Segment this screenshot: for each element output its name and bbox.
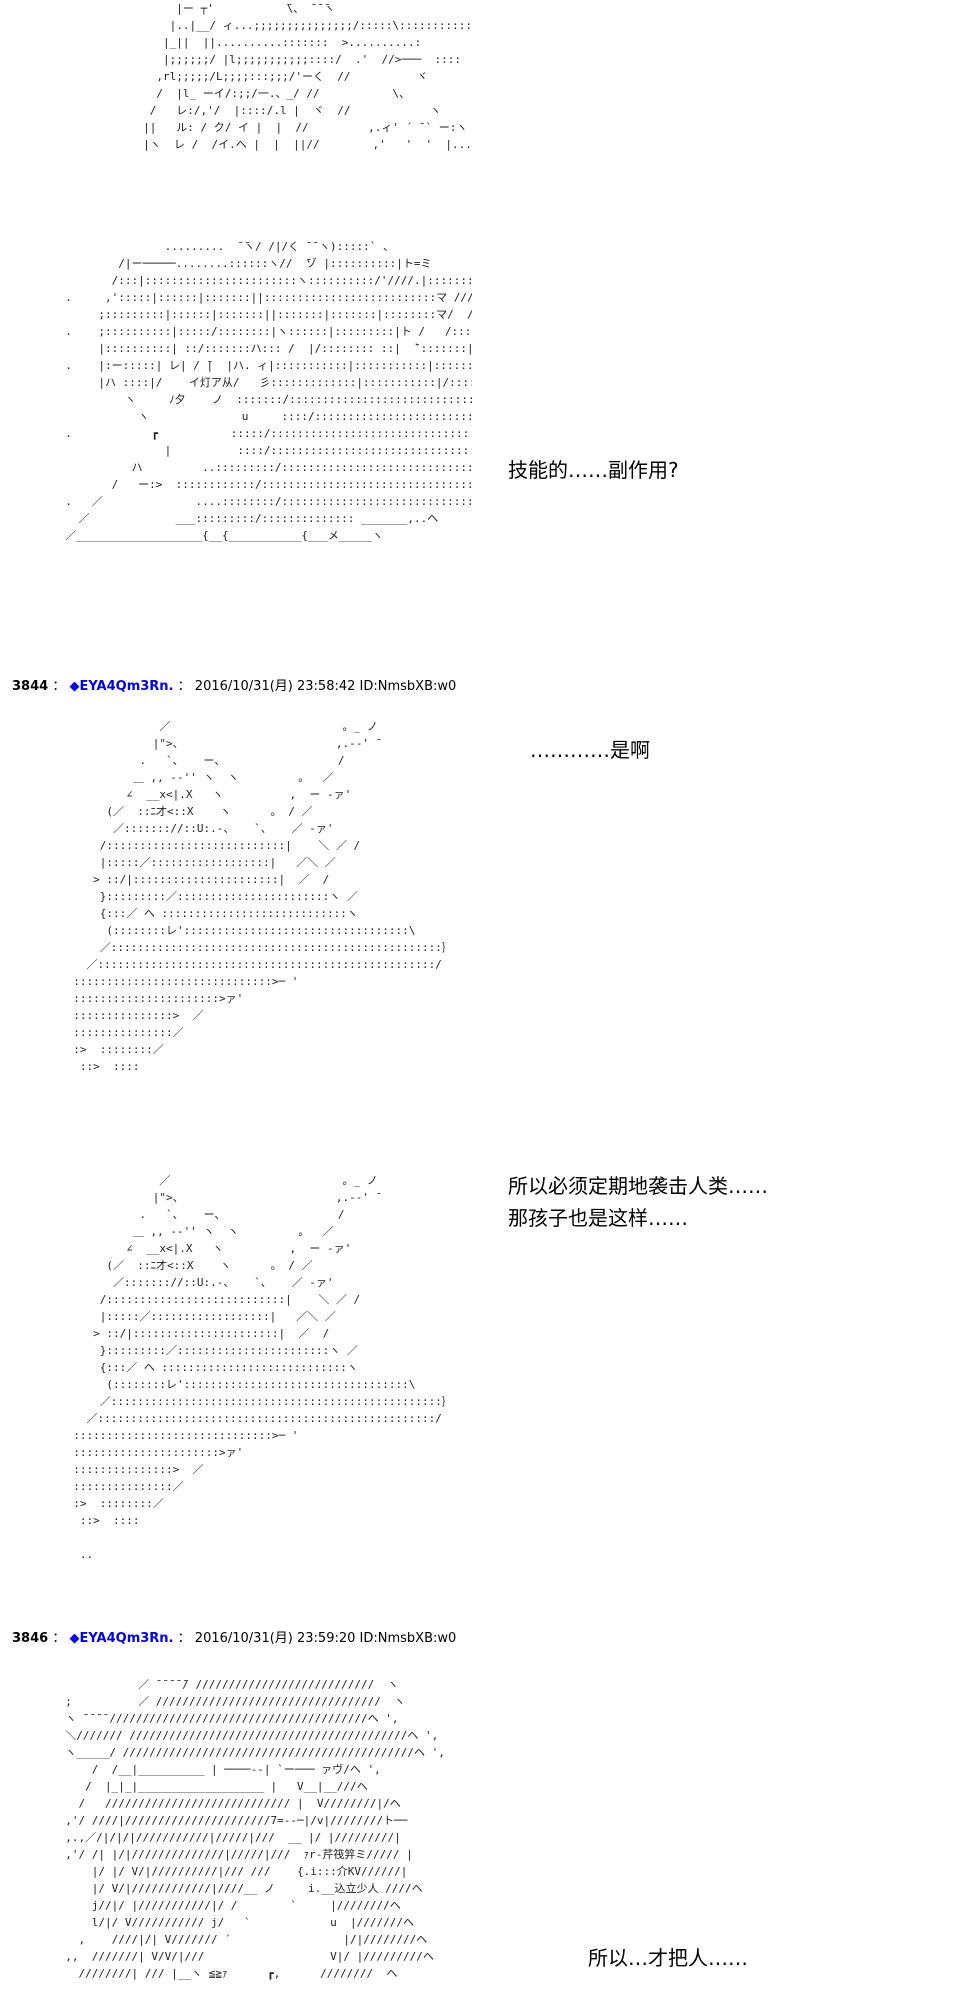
post-number: 3846 <box>12 1631 49 1646</box>
dialog-line-panel-4: 所以必须定期地袭击人类…… 那孩子也是这样…… <box>508 1174 768 1230</box>
post-id: ID:NmsbXB:w0 <box>359 1631 457 1646</box>
post-header-3846: 3846 ： ◆EYA4Qm3Rn. ： 2016/10/31(月) 23:59… <box>12 1627 456 1646</box>
ascii-art-panel-4: ／ 。_ ノ |">、 ,.-‐' ̄ . `、 ー、 / ＿ ,, -‐'' … <box>73 1174 453 1561</box>
ascii-art-panel-2: ......... ̄ ̄ヽ/ /|/く ̄ ̄ ヽ):::::` 、 /|ー─… <box>65 240 472 542</box>
separator: ： <box>52 1631 66 1646</box>
poster-name-link[interactable]: EYA4Qm3Rn. <box>79 1631 174 1646</box>
dialog-line-panel-3: …………是啊 <box>530 738 650 762</box>
post-number: 3844 <box>12 679 49 694</box>
ascii-art-panel-3: ／ 。_ ノ |">、 ,.-‐' ̄ . `、 ー、 / ＿ ,, -‐'' … <box>73 720 453 1073</box>
ascii-art-panel-5: ／ ̄ ̄ ̄ ̄ ̄/ ///////////////////////////… <box>65 1678 445 1980</box>
ascii-art-panel-1: |ー ┬' ̄\、 ̄ ̄ ̄ヽ |..|__/ ィ...;;;;;;;;;;;… <box>143 2 470 151</box>
post-date: 2016/10/31(月) 23:59:20 <box>194 1631 356 1646</box>
poster-name-link[interactable]: EYA4Qm3Rn. <box>79 679 174 694</box>
dialog-line-panel-2: 技能的……副作用? <box>508 458 679 482</box>
separator: ： <box>52 679 66 694</box>
post-id: ID:NmsbXB:w0 <box>359 679 457 694</box>
trip-diamond-icon: ◆ <box>69 679 80 694</box>
separator: ： <box>177 679 191 694</box>
trip-diamond-icon: ◆ <box>69 1631 80 1646</box>
separator: ： <box>177 1631 191 1646</box>
post-header-3844: 3844 ： ◆EYA4Qm3Rn. ： 2016/10/31(月) 23:58… <box>12 675 456 694</box>
dialog-line-panel-5: 所以…才把人…… <box>588 1946 748 1970</box>
post-date: 2016/10/31(月) 23:58:42 <box>194 679 356 694</box>
